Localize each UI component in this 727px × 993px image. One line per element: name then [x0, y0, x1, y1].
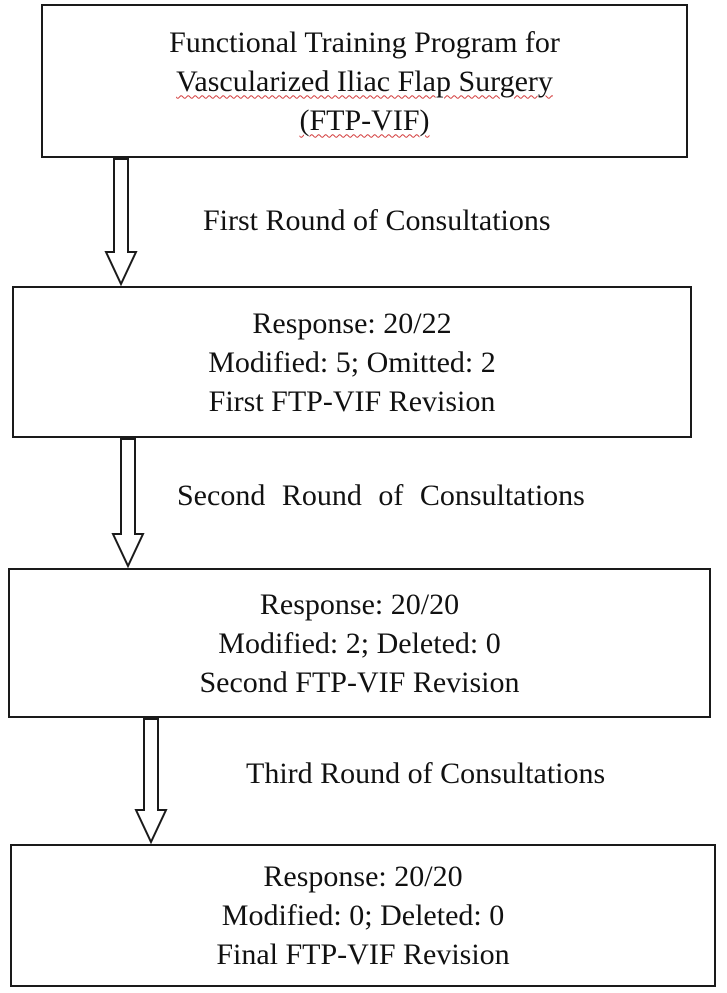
flow-box-ftp-vif-program: Functional Training Program for Vascular… [41, 4, 688, 158]
box-1-line-2-text: Vascularized Iliac Flap Surgery [176, 64, 553, 98]
box-4-line-3: Final FTP-VIF Revision [216, 938, 510, 971]
box-2-line-1: Response: 20/22 [252, 306, 452, 340]
box-3-line-2: Modified: 2; Deleted: 0 [218, 626, 501, 660]
box-1-line-1: Functional Training Program for [169, 25, 560, 59]
down-arrow-icon [134, 718, 168, 844]
box-1-line-2: Vascularized Iliac Flap Surgery [176, 62, 553, 101]
down-arrow-icon [111, 438, 145, 568]
box-3-line-1: Response: 20/20 [259, 587, 460, 621]
box-1-line-3-text: (FTP-VIF) [299, 103, 430, 137]
down-arrow-icon [104, 158, 138, 286]
box-3-line-3: Second FTP-VIF Revision [199, 665, 520, 699]
flow-box-second-revision: Response: 20/20 Modified: 2; Deleted: 0 … [8, 568, 711, 718]
flow-box-final-revision: Response: 20/20 Modified: 0; Deleted: 0 … [10, 844, 716, 987]
edge-label-first-round: First Round of Consultations [203, 204, 551, 237]
edge-label-second-round: Second Round of Consultations [177, 479, 585, 512]
box-1-line-3: (FTP-VIF) [299, 101, 429, 140]
box-2-line-3: First FTP-VIF Revision [208, 384, 496, 418]
flow-box-first-revision: Response: 20/22 Modified: 5; Omitted: 2 … [12, 286, 692, 438]
edge-label-third-round: Third Round of Consultations [246, 757, 606, 790]
box-4-line-1: Response: 20/20 [263, 860, 463, 893]
box-4-line-2: Modified: 0; Deleted: 0 [221, 899, 505, 932]
box-2-line-2: Modified: 5; Omitted: 2 [208, 345, 496, 379]
